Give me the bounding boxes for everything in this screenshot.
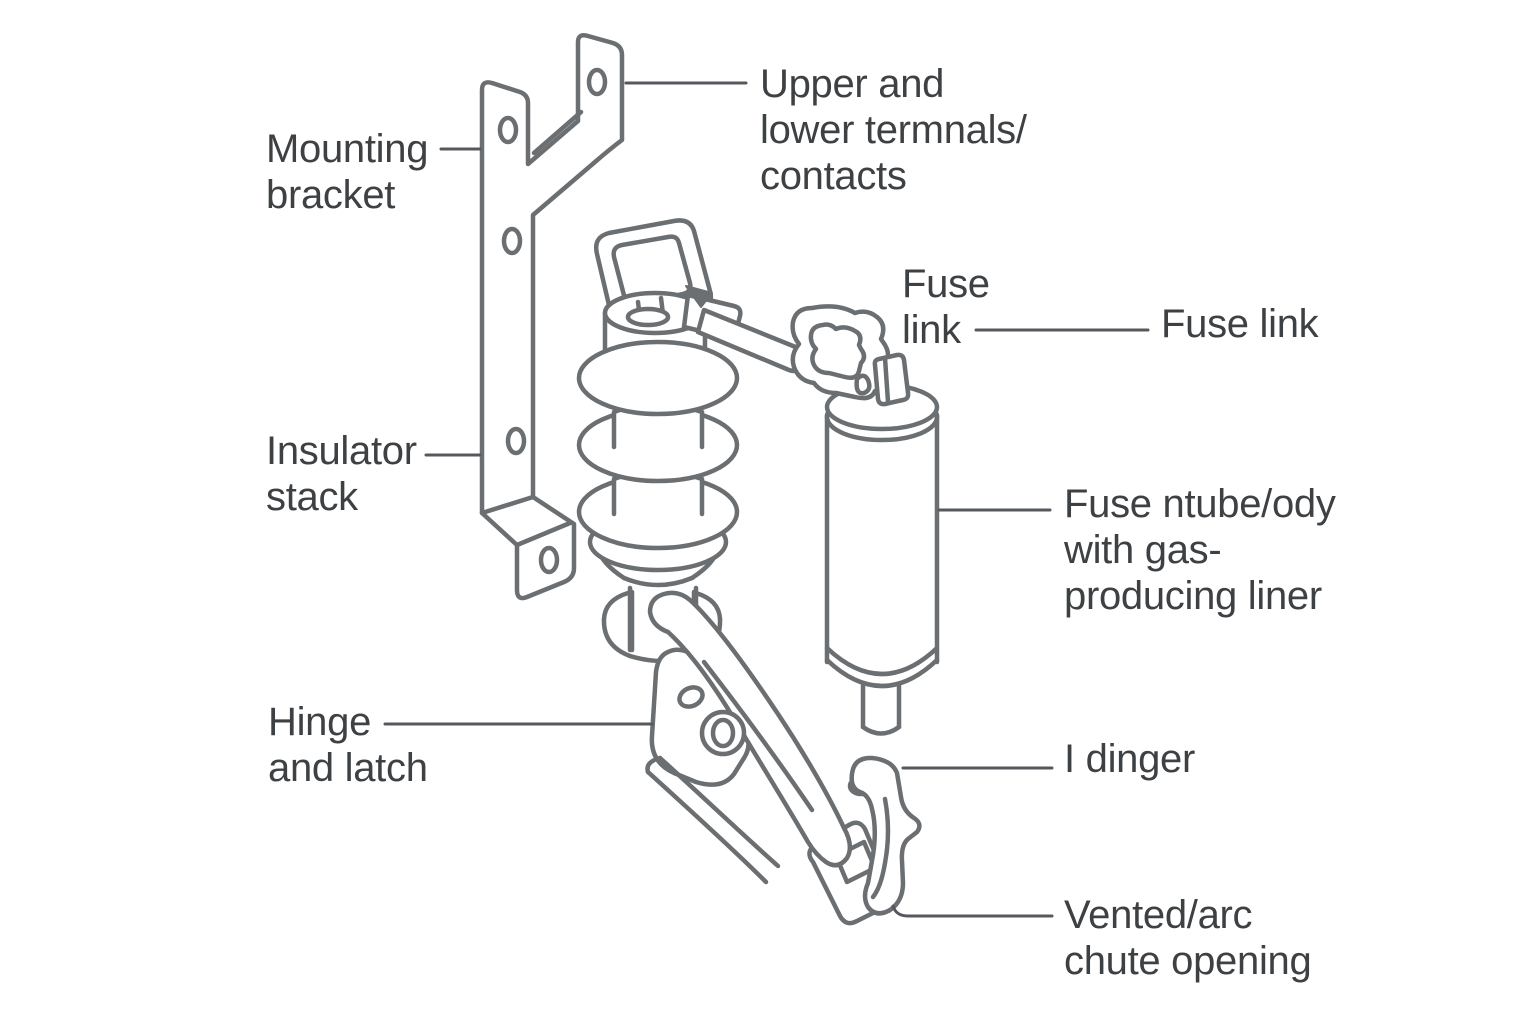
leader-vented-chute	[891, 904, 1054, 918]
label-mounting-bracket: Mounting bracket	[266, 127, 429, 217]
fuse-link-drawing	[790, 304, 911, 407]
leader-lines	[383, 81, 1150, 918]
flipper-hook-drawing	[847, 755, 922, 916]
label-hinge-and-latch: Hinge and latch	[268, 700, 428, 790]
label-upper-lower-terminals: Upper and lower termnals/ contacts	[760, 62, 1027, 198]
label-fuse-link: Fuse link	[1161, 302, 1319, 346]
label-fuse-tube-body: Fuse ntube/ody with gas- producing liner	[1064, 482, 1336, 618]
label-vented-arc-chute: Vented/arc chute opening	[1064, 893, 1312, 983]
mounting-bracket-drawing	[479, 33, 625, 601]
label-flipper: I dinger	[1064, 737, 1196, 781]
fuse-tube-drawing	[824, 382, 940, 736]
insulator-stack-drawing	[576, 218, 807, 653]
label-insulator-stack: Insulator stack	[266, 429, 417, 519]
hinge-latch-drawing	[601, 589, 895, 926]
label-fuse-link-callout: Fuse link	[902, 262, 990, 352]
